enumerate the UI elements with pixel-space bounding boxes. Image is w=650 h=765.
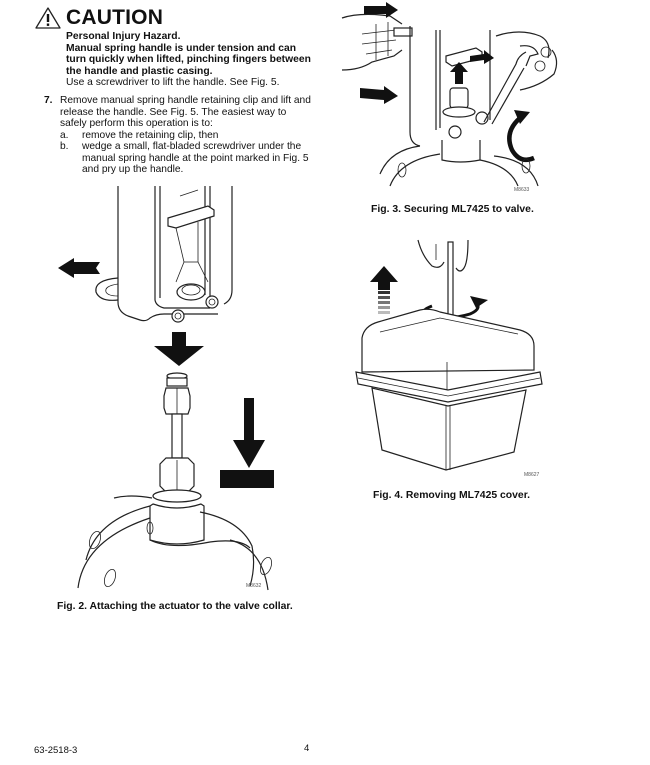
arrow-right-small-icon <box>470 50 494 64</box>
valve-body <box>77 495 273 591</box>
arrow-left-icon <box>58 258 100 278</box>
fig3-caption: Fig. 3. Securing ML7425 to valve. <box>371 204 534 215</box>
valve-stem <box>149 372 205 545</box>
substep-label: a. <box>60 129 69 141</box>
rotate-arrowhead <box>514 110 530 124</box>
valve-body <box>379 145 539 187</box>
rotate-arrowhead <box>470 296 488 308</box>
caution-line: turn quickly when lifted, pinching finge… <box>66 54 311 66</box>
step-line: safely perform this operation is to: <box>60 118 213 129</box>
caution-line: Manual spring handle is under tension an… <box>66 42 296 54</box>
arrow-right-icon <box>360 86 398 104</box>
arrow-down-icon <box>154 332 204 366</box>
actuator-body <box>409 26 494 163</box>
rotate-clockwise-icon <box>507 116 535 162</box>
actuator-cover <box>355 308 543 471</box>
fig2-caption: Fig. 2. Attaching the actuator to the va… <box>57 601 293 612</box>
substep-line: manual spring handle at the point marked… <box>82 152 309 164</box>
caution-text: Personal Injury Hazard. Manual spring ha… <box>66 31 326 89</box>
caution-title: CAUTION <box>66 6 164 29</box>
caution-line: Use a screwdriver to lift the handle. Se… <box>66 77 280 89</box>
arrow-right-icon <box>364 2 398 18</box>
fade-bars <box>378 291 390 314</box>
step-line: release the handle. See Fig. 5. The easi… <box>60 106 287 118</box>
fig4-caption: Fig. 4. Removing ML7425 cover. <box>373 490 531 501</box>
actuator-body <box>95 186 233 323</box>
page-number: 4 <box>304 743 310 754</box>
step-7: 7. Remove manual spring handle retaining… <box>44 95 314 176</box>
step-number: 7. <box>44 95 53 106</box>
hand-left-icon <box>341 13 403 71</box>
substep-line: wedge a small, flat-bladed screwdriver u… <box>82 141 302 152</box>
wrench-hand-icon <box>483 31 558 125</box>
document-number: 63-2518-3 <box>34 745 78 756</box>
mounting-bar-icon <box>220 470 274 488</box>
substep-line: and pry up the handle. <box>82 164 184 175</box>
substep-a: a. remove the retaining clip, then <box>60 130 314 142</box>
fig4-id: M8627 <box>524 472 540 478</box>
arrow-down-bar-icon <box>233 398 265 468</box>
fig3-id: M8633 <box>514 187 530 193</box>
caution-line: the handle and plastic casing. <box>66 65 213 77</box>
handle-tab <box>393 27 413 37</box>
substep-label: b. <box>60 141 69 152</box>
caution-heading: CAUTION <box>34 6 163 30</box>
substep-b: b. wedge a small, flat-bladed screwdrive… <box>60 141 314 176</box>
warning-triangle-icon <box>35 7 61 29</box>
arrow-up-icon <box>450 62 468 84</box>
arrow-up-icon <box>370 266 398 290</box>
caution-line: Personal Injury Hazard. <box>66 31 181 42</box>
fig2-id: M8632 <box>246 583 262 589</box>
substep-line: remove the retaining clip, then <box>82 129 219 141</box>
step-line: Remove manual spring handle retaining cl… <box>60 95 311 106</box>
